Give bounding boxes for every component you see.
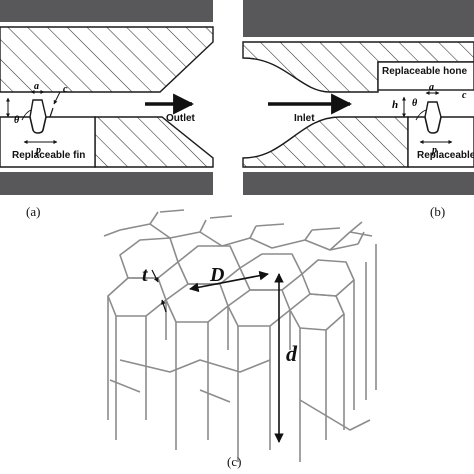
top-wall-b (243, 0, 474, 37)
outlet-label: Outlet (166, 113, 196, 124)
panel-a-label: (a) (26, 204, 40, 219)
dim-c-line-a (53, 91, 61, 105)
fin-tooth-a (29, 116, 47, 134)
dim-theta-label-a: θ (14, 115, 20, 126)
honeycomb-back-row (119, 211, 365, 251)
hex-cell-5 (107, 277, 167, 317)
top-wall-a (0, 0, 213, 22)
hex-cell-7 (227, 289, 291, 327)
dim-a-label-a: a (34, 81, 39, 92)
bottom-wall-b (243, 172, 474, 195)
hex-cell-1 (119, 237, 179, 279)
upper-block-a (0, 26, 214, 93)
honeycomb-label-b: Replaceable hone (382, 66, 467, 77)
dim-c-label-b: c (462, 90, 467, 101)
dim-a-label-b: a (429, 82, 434, 93)
honeycomb-walls (107, 244, 377, 462)
bottom-wall-a (0, 172, 213, 195)
dim-c-label-a: c (63, 84, 68, 95)
honeycomb-top-lines (103, 209, 373, 251)
lower-block-b (242, 116, 409, 168)
dim-t-arrow-1 (151, 269, 159, 283)
fin-tooth-b (424, 116, 442, 134)
honeycomb-plate-b (377, 61, 474, 91)
dim-p-label-a: p (35, 145, 41, 156)
theta-arc-b (415, 109, 427, 121)
fin-label-a: Replaceable fin (12, 150, 85, 161)
hex-cell-2 (177, 245, 241, 285)
inlet-label: Inlet (294, 113, 315, 124)
hex-cell-6 (165, 283, 229, 323)
dim-t-arrow-2 (161, 299, 167, 313)
fin-tooth-a2 (49, 107, 54, 118)
dim-t-label: t (142, 264, 149, 286)
panel-c-label: (c) (227, 454, 241, 469)
hex-cell-4 (301, 259, 355, 297)
hex-cell-8 (289, 293, 345, 331)
panel-c-annotations: t D d (c) (142, 264, 298, 469)
panel-c (103, 209, 377, 462)
lower-block-a (94, 116, 214, 168)
dim-D-line (189, 270, 269, 293)
dim-theta-label-b: θ (412, 98, 418, 109)
panel-b-label: (b) (430, 204, 445, 219)
dim-D-label: D (209, 264, 224, 286)
hex-cell-3 (239, 253, 303, 291)
replaceable-label-b: Replaceable (417, 150, 474, 161)
theta-arc-a (21, 109, 32, 121)
dim-d-label: d (286, 341, 298, 366)
dim-p-label-b: p (431, 145, 437, 156)
panel-a: a c θ p Replaceable fin Outlet (a) (0, 0, 214, 219)
panel-b: h θ a c p Replaceable hone Replaceable I… (242, 0, 474, 219)
dim-h-label-b: h (392, 99, 398, 111)
